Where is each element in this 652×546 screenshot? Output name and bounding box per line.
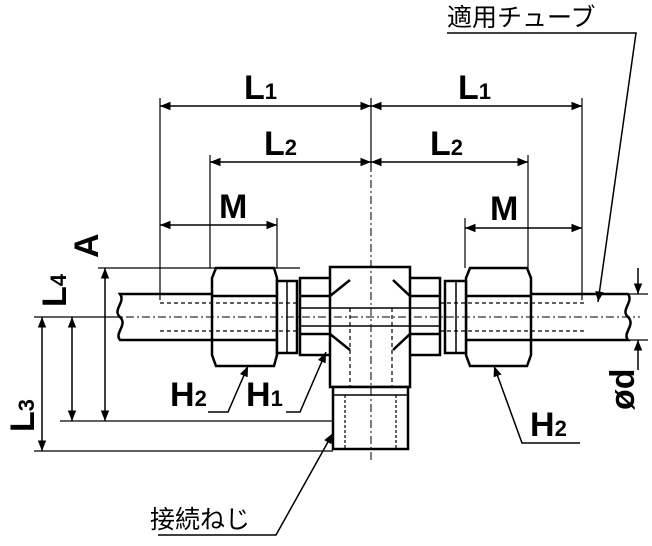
label-H2-left: H2 <box>170 376 207 414</box>
leader-H2-left <box>208 365 249 413</box>
label-H2-right: H2 <box>530 406 567 444</box>
left-tube <box>116 292 217 342</box>
label-L2-right: L2 <box>430 125 463 163</box>
hidden-lines <box>160 302 585 387</box>
label-H1: H1 <box>246 376 283 414</box>
bottom-thread <box>331 385 410 451</box>
label-thread: 接続ねじ <box>150 505 250 534</box>
leader-lines <box>158 32 637 536</box>
leader-H2-right <box>493 365 580 444</box>
dimension-lines <box>37 101 643 451</box>
label-od: ød <box>604 368 642 410</box>
leader-H1 <box>286 351 327 413</box>
label-M-left: M <box>219 188 247 226</box>
label-tube: 適用チューブ <box>447 3 596 32</box>
label-L4: L4 <box>36 273 74 307</box>
tee-body <box>298 265 442 389</box>
leader-thread <box>158 432 334 536</box>
leader-tube <box>447 32 637 303</box>
label-A: A <box>68 233 106 258</box>
label-L1-left: L1 <box>244 69 277 107</box>
label-L1-right: L1 <box>458 69 491 107</box>
label-L3: L3 <box>4 399 42 432</box>
right-sleeve <box>443 279 468 355</box>
label-L2-left: L2 <box>264 125 297 163</box>
extension-lines <box>159 98 583 300</box>
label-M-right: M <box>490 190 518 228</box>
